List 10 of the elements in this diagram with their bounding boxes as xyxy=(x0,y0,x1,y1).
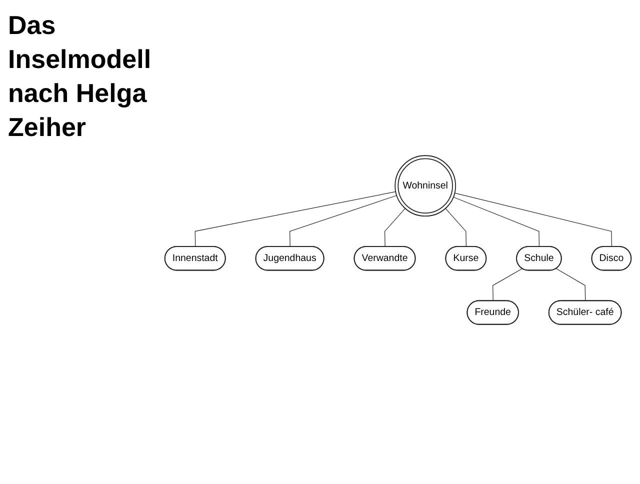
node-circle: Wohninsel xyxy=(394,155,456,217)
connector xyxy=(453,196,540,248)
connector xyxy=(194,191,396,248)
connector xyxy=(445,208,467,248)
connector xyxy=(290,195,397,248)
connector xyxy=(384,208,406,248)
diagram-title: Das Inselmodell nach Helga Zeiher xyxy=(8,9,152,144)
connector xyxy=(454,192,612,248)
connector xyxy=(556,268,586,302)
connector xyxy=(492,268,523,302)
